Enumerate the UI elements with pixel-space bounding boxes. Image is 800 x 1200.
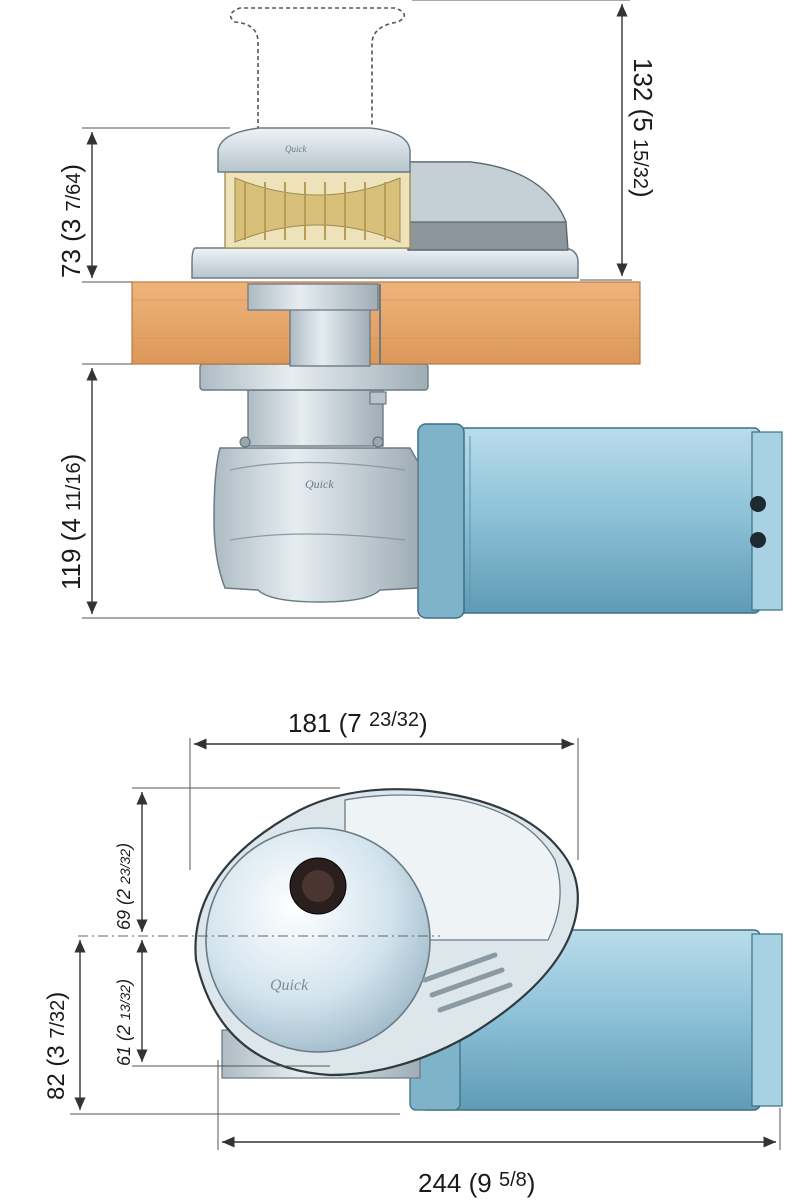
deck-shaft: [247, 283, 381, 367]
dim-181-label: 181 (7 23/32): [288, 708, 428, 738]
housing-vent-slots: [422, 952, 513, 1013]
side-gearbox: Quick: [213, 389, 419, 603]
windlass-base-plate: [191, 247, 579, 279]
capstan-dashed-outline: [229, 7, 406, 130]
dim-119-label: 119 (4 11/16): [56, 454, 86, 590]
dim-244-label: 244 (9 5/8): [418, 1168, 535, 1198]
deck-board: [131, 281, 641, 365]
top-view: Quick: [43, 708, 783, 1198]
side-dimension-lines: [82, 0, 632, 619]
dim-132-label: 132 (5 15/32): [628, 58, 658, 198]
dim-69-label: 69 (2 23/32): [114, 843, 134, 930]
gypsy-top-cap: [217, 127, 411, 173]
top-drum: [205, 827, 431, 1053]
side-motor: [417, 423, 783, 619]
gearbox-emblem: Quick: [305, 477, 334, 491]
gypsy-brass: [224, 171, 411, 249]
dim-73-label: 73 (3 7/64): [56, 164, 86, 278]
dim-82-label: 82 (3 7/32): [43, 992, 70, 1100]
under-deck-flange: [199, 363, 429, 391]
side-view: Quick: [56, 0, 783, 619]
dim-61-label: 61 (2 13/32): [114, 979, 134, 1066]
top-dimension-lines: [70, 738, 781, 1150]
drum-emblem: Quick: [270, 977, 309, 994]
cap-emblem: Quick: [285, 144, 307, 154]
